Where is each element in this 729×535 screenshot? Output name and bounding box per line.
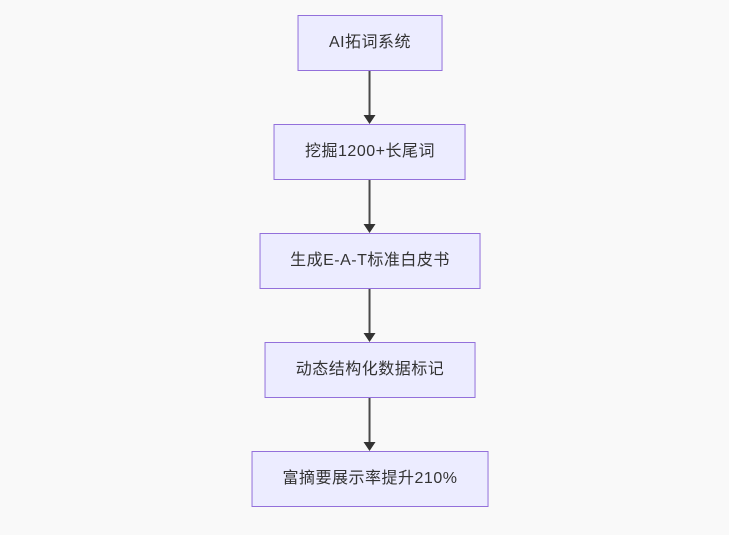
arrow-line [369, 180, 371, 224]
flow-node-eat-whitepaper: 生成E-A-T标准白皮书 [259, 233, 481, 289]
flow-node-label: AI拓词系统 [328, 34, 412, 51]
flow-node-label: 生成E-A-T标准白皮书 [290, 252, 450, 269]
flow-node-longtail-mining: 挖掘1200+长尾词 [274, 124, 466, 180]
arrow-down-icon [364, 442, 376, 451]
flow-node-label: 挖掘1200+长尾词 [305, 143, 435, 160]
flowchart-column: AI拓词系统 挖掘1200+长尾词 生成E-A-T标准白皮书 动态结构化数据标记 [251, 15, 489, 507]
flow-node-rich-snippet-result: 富摘要展示率提升210% [251, 451, 489, 507]
flow-node-label: 动态结构化数据标记 [295, 361, 445, 378]
arrow-line [369, 398, 371, 442]
arrow-down-icon [364, 115, 376, 124]
flow-edge-4 [364, 398, 376, 451]
flow-edge-1 [364, 71, 376, 124]
flow-node-structured-data: 动态结构化数据标记 [264, 342, 476, 398]
arrow-line [369, 71, 371, 115]
flow-node-ai-system: AI拓词系统 [297, 15, 443, 71]
arrow-down-icon [364, 333, 376, 342]
flow-edge-2 [364, 180, 376, 233]
flow-node-label: 富摘要展示率提升210% [282, 470, 458, 487]
arrow-down-icon [364, 224, 376, 233]
flow-edge-3 [364, 289, 376, 342]
arrow-line [369, 289, 371, 333]
